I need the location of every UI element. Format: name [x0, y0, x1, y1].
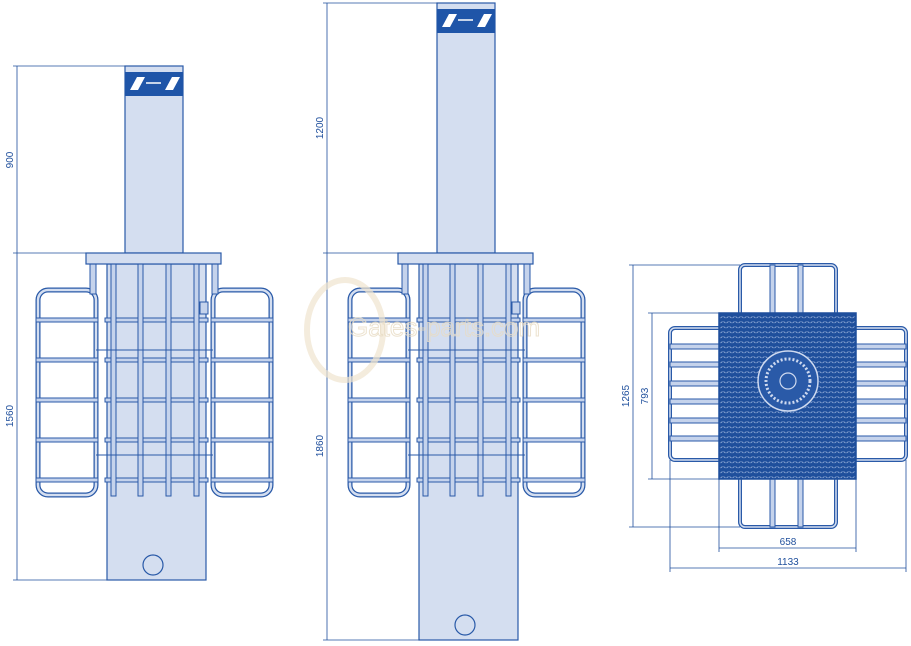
dimension-658: 658	[718, 479, 857, 552]
reflector-stripe	[130, 77, 145, 90]
cage-upright	[505, 263, 512, 497]
right-cage	[210, 287, 274, 498]
cage-bar	[416, 397, 521, 403]
cage-bar	[104, 477, 209, 483]
dimension-label-1133: 1133	[777, 557, 799, 568]
reflector-stripe	[442, 14, 457, 27]
right-cage	[522, 287, 586, 498]
bollard-flange	[397, 252, 534, 265]
cage-upright	[193, 263, 200, 497]
cage-frame-inner	[211, 288, 273, 497]
cage-bar	[104, 437, 209, 443]
cage-upright	[449, 263, 456, 497]
right-side-cage	[844, 326, 908, 462]
dimension-label-1860: 1860	[315, 434, 326, 457]
bollard-column	[124, 65, 184, 254]
bollard-foundation-body	[418, 263, 519, 641]
bollard-front-view-1200	[347, 2, 586, 641]
dimension-1860: 1860	[315, 253, 420, 641]
cage-bar	[104, 357, 209, 363]
bollard-flange	[85, 252, 222, 265]
cage-bar	[35, 397, 99, 403]
cage-bar	[210, 357, 274, 363]
cage-bar	[416, 317, 521, 323]
access-lid-ring	[764, 357, 812, 405]
cage-bar	[35, 317, 99, 323]
side-bracket	[199, 301, 209, 315]
dimension-label-900: 900	[5, 151, 16, 168]
bollard-foundation-body	[106, 263, 207, 581]
bollard-column	[436, 2, 496, 254]
cage-bar	[104, 397, 209, 403]
cage-bar	[210, 437, 274, 443]
cage-frame-inner	[523, 288, 585, 497]
reflector-stripe	[477, 14, 492, 27]
cage-frame-inner	[36, 288, 98, 497]
cage-bar	[522, 357, 586, 363]
cage-bar	[104, 317, 209, 323]
cage-bar	[522, 437, 586, 443]
cage-bar	[210, 317, 274, 323]
dimension-1200: 1200	[315, 2, 438, 254]
cage-bar	[522, 477, 586, 483]
dimension-900: 900	[5, 65, 125, 254]
left-cage	[35, 287, 99, 498]
cage-bar	[416, 357, 521, 363]
dimension-label-1560: 1560	[5, 404, 16, 427]
dimension-label-658: 658	[780, 537, 797, 548]
dimension-793: 793	[640, 312, 719, 480]
watermark: Gates-parts.com	[304, 277, 541, 383]
drain-hole	[454, 614, 476, 636]
flange-leg	[523, 263, 531, 295]
cage-upright	[165, 263, 172, 497]
access-lid-center	[779, 372, 797, 390]
cage-bar	[210, 477, 274, 483]
flange-leg	[211, 263, 219, 295]
flange-leg	[89, 263, 97, 295]
flange-leg	[401, 263, 409, 295]
bottom-cage	[738, 468, 838, 529]
cage-upright	[110, 263, 117, 497]
svg-text:Gates-parts.com: Gates-parts.com	[348, 312, 540, 342]
cage-bar	[416, 477, 521, 483]
dimension-1560: 1560	[5, 253, 107, 581]
cage-bar	[347, 397, 411, 403]
reflector-stripe	[165, 77, 180, 90]
bollard-top-view	[668, 263, 908, 529]
cage-bar	[416, 437, 521, 443]
dimension-label-793: 793	[640, 387, 651, 404]
cage-bar	[522, 397, 586, 403]
cage-bar	[347, 477, 411, 483]
drain-hole	[142, 554, 164, 576]
cage-upright	[477, 263, 484, 497]
cage-bar	[35, 477, 99, 483]
dimension-1265: 1265	[621, 264, 740, 528]
dimension-label-1200: 1200	[315, 116, 326, 139]
cage-bar	[35, 357, 99, 363]
cage-upright	[422, 263, 429, 497]
cage-frame-inner	[348, 288, 410, 497]
left-cage	[347, 287, 411, 498]
side-bracket	[511, 301, 521, 315]
cage-bar	[210, 397, 274, 403]
cage-bar	[35, 437, 99, 443]
dimension-1133: 1133	[669, 460, 907, 572]
dimension-label-1265: 1265	[621, 384, 632, 407]
bollard-front-view-900	[35, 65, 274, 581]
cage-upright	[137, 263, 144, 497]
cage-bar	[522, 317, 586, 323]
cage-bar	[347, 437, 411, 443]
